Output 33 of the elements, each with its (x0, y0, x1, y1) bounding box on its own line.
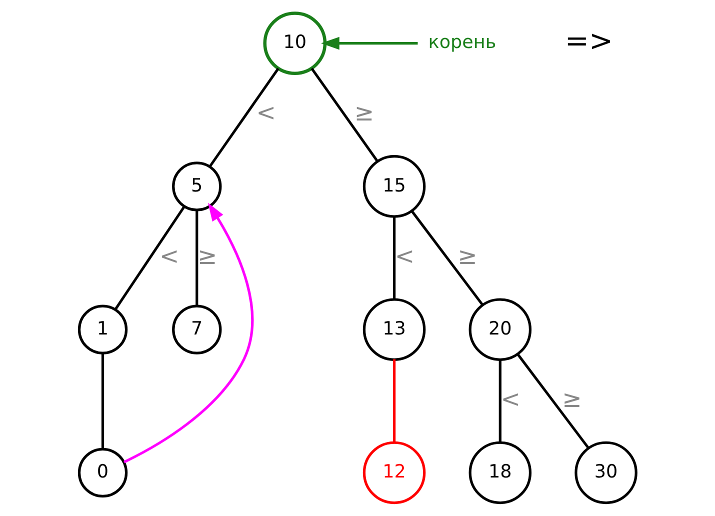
node-circle: 1 (78, 304, 128, 354)
edge-label: < (500, 384, 520, 413)
node-circle: 5 (172, 162, 222, 212)
node-circle: 15 (362, 155, 426, 218)
node-circle: 10 (263, 12, 327, 75)
edge-label: ≥ (562, 384, 582, 413)
node-circle: 18 (468, 441, 532, 504)
connector (196, 210, 198, 306)
node-circle: 0 (78, 448, 128, 498)
node-circle: 13 (362, 298, 426, 361)
connector (498, 359, 502, 442)
node-circle: 7 (172, 304, 222, 354)
arrow (321, 36, 418, 50)
edge-label: < (394, 242, 415, 270)
edge-label: < (160, 242, 180, 270)
edge-label: ≥ (354, 98, 374, 127)
node-circle: 20 (468, 298, 532, 361)
node-text: корень (428, 32, 496, 54)
connector (208, 68, 280, 168)
connector (392, 359, 396, 442)
connector (101, 353, 104, 449)
edge-label: ≥ (197, 242, 218, 270)
arrow (123, 202, 254, 464)
label: => (564, 24, 614, 58)
edge-label: < (256, 98, 276, 127)
connector (310, 68, 379, 162)
connector (516, 353, 590, 449)
node-circle: 30 (574, 441, 638, 504)
connector (114, 206, 186, 310)
connector (392, 216, 396, 300)
connector (410, 210, 484, 306)
edge-label: ≥ (458, 242, 478, 270)
node-circle: 12 (362, 441, 426, 504)
